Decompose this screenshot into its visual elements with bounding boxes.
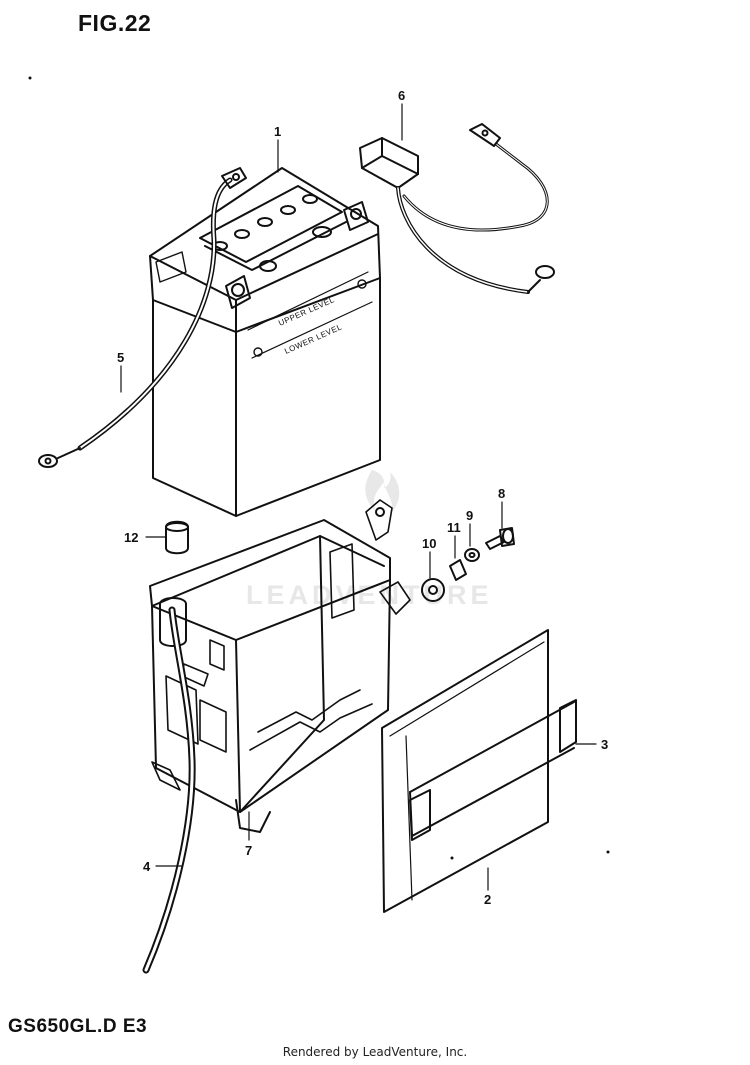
watermark: LEADVENTURE (246, 470, 493, 610)
hardware-drawing (421, 527, 515, 602)
lead-wire-5-drawing (38, 167, 247, 468)
watermark-text: LEADVENTURE (246, 580, 493, 610)
footer-credit: Rendered by LeadVenture, Inc. (282, 1045, 468, 1059)
callout-leaders (120, 103, 597, 891)
battery-drawing: UPPER LEVEL LOWER LEVEL (149, 167, 381, 517)
lead-wire-6-drawing (359, 123, 555, 294)
callout-5: 5 (117, 350, 124, 365)
stray-marks (28, 76, 610, 854)
figure-title: FIG.22 (78, 10, 152, 36)
callout-7: 7 (245, 843, 252, 858)
model-code: GS650GL.D E3 (8, 1016, 148, 1037)
callout-9: 9 (466, 508, 473, 523)
callout-1: 1 (274, 124, 281, 139)
battery-case-drawing (149, 499, 411, 833)
callout-4: 4 (143, 859, 151, 874)
callout-11: 11 (447, 520, 461, 535)
callout-2: 2 (484, 892, 491, 907)
callout-12: 12 (124, 530, 138, 545)
cap-12-drawing (165, 520, 189, 555)
callout-6: 6 (398, 88, 405, 103)
breather-hose-drawing (142, 606, 196, 974)
battery-cover-drawing (381, 629, 577, 913)
callout-8: 8 (498, 486, 505, 501)
callout-labels: 1 2 3 4 5 6 7 8 9 10 11 12 (117, 88, 608, 907)
callout-10: 10 (422, 536, 436, 551)
callout-3: 3 (601, 737, 608, 752)
